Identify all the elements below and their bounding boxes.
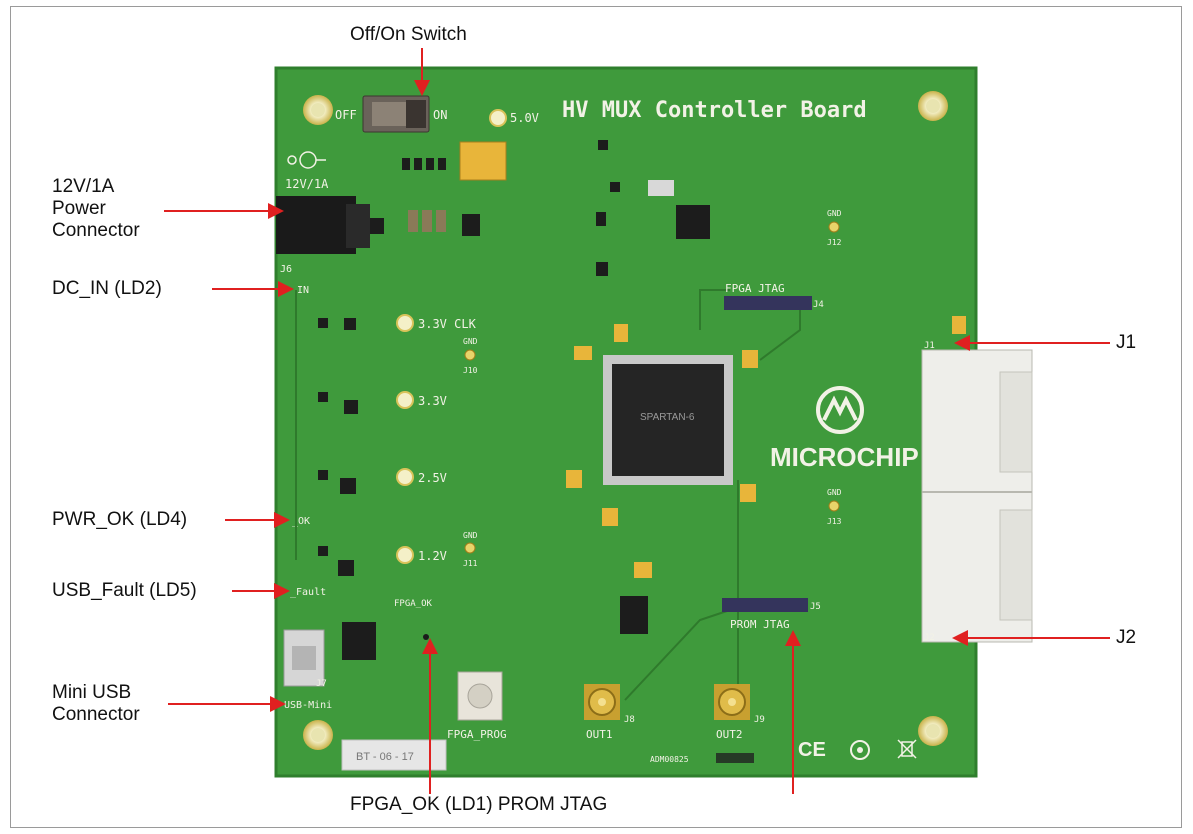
weee-bin-icon — [897, 739, 917, 759]
silk-fpga-jtag: FPGA JTAG — [725, 282, 785, 295]
silk-spartan: SPARTAN-6 — [640, 412, 695, 423]
mini-usb-port — [283, 629, 325, 687]
power-symbol-icon — [287, 151, 326, 169]
label-mini-usb: Mini USB Connector — [52, 682, 172, 726]
smd-components — [318, 140, 710, 660]
silk-12v: 12V/1A — [285, 177, 329, 191]
silk-microchip: MICROCHIP — [770, 442, 919, 472]
silk-off: OFF — [335, 108, 357, 122]
silk-gnd-2: GND — [463, 531, 478, 540]
silk-serial: ADM00825 — [650, 755, 689, 764]
mounting-holes — [303, 91, 948, 750]
sma-out1 — [584, 684, 620, 720]
sticker-text: BT - 06 - 17 — [356, 751, 414, 763]
silk-j9: J9 — [754, 715, 765, 725]
yellow-capacitors — [566, 316, 966, 578]
sma-out2 — [714, 684, 750, 720]
silk-5v: 5.0V — [510, 111, 539, 125]
label-j2: J2 — [1116, 627, 1137, 648]
label-power-connector-line1: 12V/1A — [52, 176, 115, 197]
silk-3v3-clk: 3.3V CLK — [418, 317, 477, 331]
silk-j12: J12 — [827, 238, 842, 247]
label-mini-usb-line1: Mini USB — [52, 682, 132, 703]
figure-border — [10, 6, 1182, 828]
j1-j2-edge-connector — [921, 349, 1033, 643]
silk-usb-mini: USB-Mini — [284, 700, 332, 711]
silk-fpga-prog: FPGA_PROG — [447, 728, 507, 741]
silk-gnd-4: GND — [827, 488, 842, 497]
silk-pwr-ok: _OK — [292, 516, 310, 527]
bt-sticker — [341, 739, 447, 771]
label-mini-usb-line2: Connector — [52, 704, 140, 725]
silk-j10: J10 — [463, 366, 478, 375]
label-j1: J1 — [1116, 332, 1137, 353]
silk-gnd-3: GND — [827, 209, 842, 218]
board-title: HV MUX Controller Board — [562, 98, 867, 123]
silk-j4: J4 — [813, 300, 824, 310]
silk-3v3: 3.3V — [418, 394, 447, 408]
silk-j5: J5 — [810, 602, 821, 612]
power-connector-jack — [276, 196, 370, 254]
silk-1v2: 1.2V — [418, 549, 447, 563]
fpga-chip — [603, 355, 733, 485]
label-power-connector-line2: Power — [52, 198, 106, 219]
label-fpga-ok-prom-jtag: FPGA_OK (LD1) PROM JTAG — [350, 794, 608, 815]
silk-j6: J6 — [280, 264, 292, 275]
microchip-logo — [816, 386, 864, 434]
label-off-on-switch: Off/On Switch — [350, 24, 467, 45]
callout-arrows — [164, 48, 1110, 794]
silk-j13: J13 — [827, 517, 842, 526]
silk-out1: OUT1 — [586, 728, 613, 741]
gnd-test-points — [464, 221, 840, 554]
silk-j1: J1 — [924, 341, 935, 351]
silk-2v5: 2.5V — [418, 471, 447, 485]
silk-j2: J2 — [924, 633, 935, 643]
fpga-prog-button — [457, 671, 503, 721]
led-5v — [489, 109, 507, 127]
silk-prom-jtag: PROM JTAG — [730, 618, 790, 631]
label-dc-in: DC_IN (LD2) — [52, 278, 162, 299]
rohs-mark-icon — [850, 740, 870, 760]
led-fpga-ok — [423, 634, 429, 640]
label-pwr-ok: PWR_OK (LD4) — [52, 509, 188, 530]
fpga-jtag-header — [724, 296, 812, 310]
silk-j11: J11 — [463, 559, 478, 568]
prom-jtag-header — [722, 598, 808, 612]
ce-mark: CE — [798, 739, 826, 761]
silk-fpga-ok: FPGA_OK — [394, 599, 433, 609]
tantalum-capacitor — [459, 141, 507, 181]
silk-dc-in: IN — [297, 285, 309, 296]
silk-out2: OUT2 — [716, 728, 743, 741]
label-power-connector-line3: Connector — [52, 220, 140, 241]
silk-j7: J7 — [316, 679, 327, 689]
voltage-leds — [396, 314, 414, 564]
silk-gnd-1: GND — [463, 337, 478, 346]
label-usb-fault: USB_Fault (LD5) — [52, 580, 197, 601]
silk-usb-fault: _Fault — [290, 587, 326, 598]
black-label — [716, 753, 754, 763]
label-power-connector: 12V/1A Power Connector — [52, 176, 172, 242]
silk-j8: J8 — [624, 715, 635, 725]
silk-on: ON — [433, 108, 447, 122]
off-on-switch — [362, 95, 430, 133]
